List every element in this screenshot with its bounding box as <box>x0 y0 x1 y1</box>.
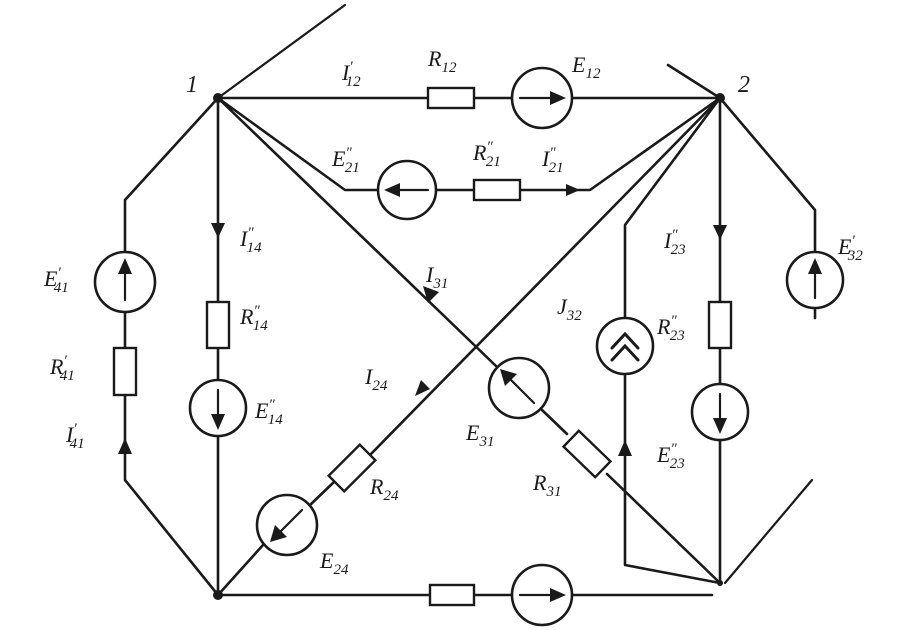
label-r12-text: R12 <box>427 46 457 76</box>
label-i41p-text: I′41 <box>65 421 85 452</box>
wire-24-mid <box>308 480 336 507</box>
wire-24-lower <box>216 543 265 597</box>
label-j32: J32 <box>557 294 582 324</box>
label-i41p: I′41 <box>65 421 85 452</box>
wire-31-mid <box>540 408 569 436</box>
label-r23pp-text: R″23 <box>656 313 685 344</box>
resistor-r43 <box>428 583 476 607</box>
wire-24-upper <box>368 96 722 457</box>
current-arrows <box>118 184 727 456</box>
label-e21pp-text: E″21 <box>331 145 360 176</box>
source-e14pp <box>188 378 248 438</box>
label-j32-text: J32 <box>557 294 582 324</box>
label-r41p: R′41 <box>49 353 75 384</box>
wires <box>123 3 817 597</box>
label-e32p: E′32 <box>837 233 863 264</box>
label-e31-text: E31 <box>465 420 494 450</box>
label-r31: R31 <box>532 470 561 500</box>
label-i31: I31 <box>425 262 448 292</box>
label-i14pp: I″14 <box>239 225 262 256</box>
labels: I′12 R12 E12 E″21 R″21 I″21 I″14 R″14 E″… <box>43 46 863 578</box>
arrow-i24 <box>415 380 430 396</box>
label-e21pp: E″21 <box>331 145 360 176</box>
label-e32p-text: E′32 <box>837 233 863 264</box>
arrow-j32-wire <box>618 440 632 456</box>
label-i24: I24 <box>364 364 388 394</box>
label-e12-text: E12 <box>571 52 601 82</box>
arrow-i21pp <box>566 184 580 196</box>
nodes: 1 2 <box>186 72 750 600</box>
wire-41-top <box>123 96 220 254</box>
label-e23pp: E″23 <box>656 441 685 472</box>
source-j32 <box>595 316 655 376</box>
label-e24: E24 <box>319 548 349 578</box>
wire-31-upper <box>216 96 498 368</box>
wire-32p-top <box>666 63 817 254</box>
label-r31-text: R31 <box>532 470 561 500</box>
node-label-2: 2 <box>738 72 750 98</box>
label-i12p-text: I′12 <box>341 59 361 90</box>
source-e31 <box>487 356 551 420</box>
label-e14pp-text: E″14 <box>254 397 283 428</box>
wire-stub-bottom-right <box>723 478 814 585</box>
label-e41p: E′41 <box>43 265 69 296</box>
arrow-i23pp <box>713 225 727 240</box>
arrow-i41p <box>118 438 132 454</box>
label-r21pp: R″21 <box>472 139 501 170</box>
node-label-1: 1 <box>186 72 198 98</box>
source-e24 <box>255 493 319 557</box>
label-i21pp: I″21 <box>541 145 564 176</box>
label-i24-text: I24 <box>364 364 388 394</box>
resistor-r41p <box>112 346 138 397</box>
label-r41p-text: R′41 <box>49 353 75 384</box>
label-r21pp-text: R″21 <box>472 139 501 170</box>
node-4 <box>213 590 223 600</box>
resistor-r31 <box>561 429 613 479</box>
arrow-i31 <box>423 286 439 303</box>
label-r23pp: R″23 <box>656 313 685 344</box>
node-1 <box>213 93 223 103</box>
wire-stub-top <box>216 3 347 100</box>
source-e43 <box>510 563 574 627</box>
source-e12 <box>510 66 574 130</box>
label-r14pp: R″14 <box>239 303 268 334</box>
source-e23pp <box>690 382 750 442</box>
label-i21pp-text: I″21 <box>541 145 564 176</box>
wire-21-right <box>518 96 722 192</box>
label-e23pp-text: E″23 <box>656 441 685 472</box>
label-i31-text: I31 <box>425 262 448 292</box>
resistors <box>112 86 733 607</box>
label-e24-text: E24 <box>319 548 349 578</box>
resistor-r12 <box>426 86 476 110</box>
label-i23pp-text: I″23 <box>663 227 686 258</box>
label-e14pp: E″14 <box>254 397 283 428</box>
wire-21-left <box>216 96 380 192</box>
source-e41p <box>93 250 157 314</box>
label-e12: E12 <box>571 52 601 82</box>
label-r14pp-text: R″14 <box>239 303 268 334</box>
label-r24: R24 <box>369 474 399 504</box>
resistor-r21pp <box>472 178 522 202</box>
label-r12: R12 <box>427 46 457 76</box>
label-i23pp: I″23 <box>663 227 686 258</box>
wire-32j-bottom <box>623 373 722 585</box>
wire-32j-top <box>623 96 722 320</box>
source-e21pp <box>376 159 438 221</box>
resistor-r23pp <box>707 300 733 350</box>
label-r24-text: R24 <box>369 474 399 504</box>
label-i14pp-text: I″14 <box>239 225 262 256</box>
label-i12p: I′12 <box>341 59 361 90</box>
node-2 <box>715 93 725 103</box>
arrow-i14pp <box>211 223 225 238</box>
sources <box>93 66 845 627</box>
resistor-r24 <box>326 442 378 494</box>
label-e41p-text: E′41 <box>43 265 69 296</box>
wire-41-bottom <box>123 393 220 597</box>
label-e31: E31 <box>465 420 494 450</box>
source-e32p <box>785 250 845 310</box>
node-3 <box>717 580 723 586</box>
resistor-r14pp <box>205 300 231 350</box>
